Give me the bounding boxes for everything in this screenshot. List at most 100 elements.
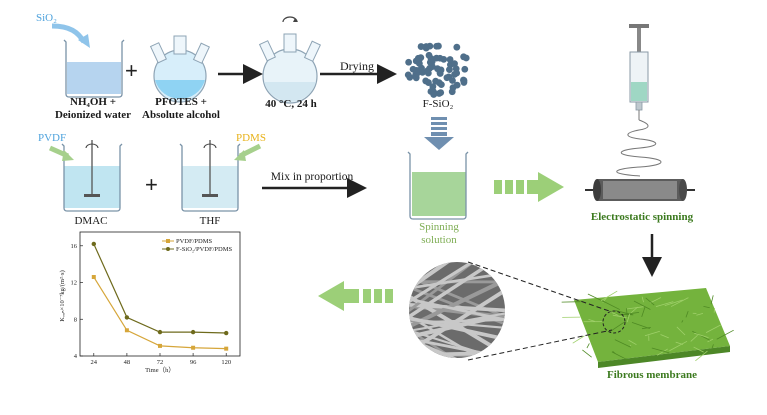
fiber-icon: [611, 351, 630, 362]
fiber-icon: [630, 344, 632, 347]
spinning-label-line2: solution: [421, 234, 457, 246]
particle-icon: [436, 54, 444, 62]
beaker-water-icon: [63, 39, 125, 98]
fiber-icon: [657, 348, 668, 356]
particle-icon: [460, 53, 468, 61]
collector-drum-icon: [585, 179, 695, 201]
particle-icon: [425, 51, 433, 59]
particle-icon: [404, 71, 412, 79]
fsio2-label: F-SiO₂: [422, 98, 454, 110]
flask-pfotes-icon: [149, 35, 210, 103]
fiber-icon: [664, 299, 683, 307]
drying-label: Drying: [340, 59, 374, 73]
fiber-icon: [649, 297, 662, 304]
zoom-region-icon: [602, 310, 626, 334]
plus-sign-1: +: [125, 58, 138, 83]
legend-marker-fsio2: [166, 247, 170, 251]
particle-icon: [453, 81, 461, 89]
data-point-0-0: [91, 275, 96, 280]
particle-icon: [430, 91, 438, 98]
sem-fiber-icon: [409, 350, 505, 358]
fiber-icon: [582, 349, 592, 358]
flask-reaction-icon: [258, 16, 321, 104]
data-point-1-1: [124, 315, 130, 320]
particle-icon: [446, 66, 453, 74]
fiber-icon: [710, 295, 714, 305]
nh4oh-label: NH₄OH +: [70, 96, 116, 108]
fiber-icon: [644, 330, 660, 337]
syringe-icon: [629, 24, 649, 120]
particle-icon: [425, 79, 432, 86]
beaker-thf-icon: [179, 140, 241, 212]
fiber-icon: [645, 297, 655, 306]
y-tick-label: 8: [74, 316, 77, 323]
fiber-icon: [655, 301, 674, 307]
plus-sign-2: +: [145, 172, 158, 197]
fiber-icon: [695, 350, 708, 362]
y-tick-label: 16: [71, 243, 78, 250]
particle-icon: [435, 79, 443, 87]
particle-icon: [461, 65, 469, 73]
fiber-icon: [641, 296, 644, 303]
particle-icon: [433, 42, 440, 50]
fiber-icon: [710, 344, 714, 351]
fiber-icon: [620, 312, 640, 316]
particle-icon: [449, 77, 456, 84]
fiber-icon: [651, 347, 670, 354]
particle-icon: [426, 58, 434, 66]
sem-fiber-icon: [409, 295, 505, 324]
data-point-1-3: [190, 329, 196, 335]
chart-xlabel: Time（h）: [145, 366, 175, 374]
thf-label: THF: [199, 215, 221, 227]
legend-marker-pvdf: [166, 239, 170, 243]
fiber-icon: [600, 290, 618, 302]
reaction-label: 40 °C, 24 h: [265, 98, 317, 110]
sem-fiber-icon: [409, 262, 505, 319]
data-point-0-4: [224, 346, 229, 351]
fiber-icon: [696, 313, 704, 316]
fiber-icon: [641, 306, 646, 318]
fiber-icon: [716, 329, 734, 340]
pdms-label: PDMS: [236, 132, 266, 144]
x-tick-label: 24: [91, 359, 98, 366]
zoom-line-bottom-icon: [467, 329, 613, 361]
sio2-label: SiO₂: [36, 12, 57, 24]
data-point-1-4: [224, 330, 229, 336]
particle-icon: [460, 79, 468, 86]
mix-label: Mix in proportion: [270, 171, 354, 183]
particle-icon: [405, 58, 413, 66]
fiber-icon: [660, 334, 669, 339]
sem-fiber-icon: [409, 262, 505, 297]
particle-icon: [413, 67, 420, 74]
data-point-1-2: [157, 329, 163, 335]
f-sio2-particles-icon: [404, 42, 470, 98]
particle-icon: [451, 70, 458, 78]
y-tick-label: 12: [71, 280, 78, 287]
fiber-icon: [694, 332, 709, 339]
fiber-icon: [633, 300, 651, 310]
particle-icon: [453, 43, 461, 51]
particle-icon: [414, 54, 422, 62]
fiber-icon: [685, 310, 689, 318]
data-point-0-3: [191, 345, 196, 350]
zoom-line-top-icon: [467, 261, 613, 313]
electrostatic-label: Electrostatic spinning: [590, 211, 694, 223]
particle-icon: [417, 43, 425, 50]
chart-ylabel: Kₒᵤₙ×10⁻⁷kg/(m²·s): [59, 270, 66, 321]
particle-icon: [418, 67, 426, 74]
x-tick-label: 48: [124, 359, 131, 366]
fiber-icon: [586, 343, 590, 349]
fiber-icon: [705, 324, 721, 333]
dmac-label: DMAC: [74, 215, 108, 227]
deionized-label: Deionized water: [54, 109, 132, 121]
fiber-icon: [628, 339, 637, 346]
spinning-jet-icon: [616, 119, 662, 177]
fiber-icon: [693, 346, 704, 353]
particle-icon: [437, 89, 445, 96]
fiber-icon: [692, 330, 711, 341]
x-tick-label: 120: [221, 359, 231, 366]
green-arrow-left-icon: [318, 281, 393, 311]
fiber-icon: [612, 314, 627, 319]
legend-label-pvdf: PVDF/PDMS: [176, 238, 213, 245]
